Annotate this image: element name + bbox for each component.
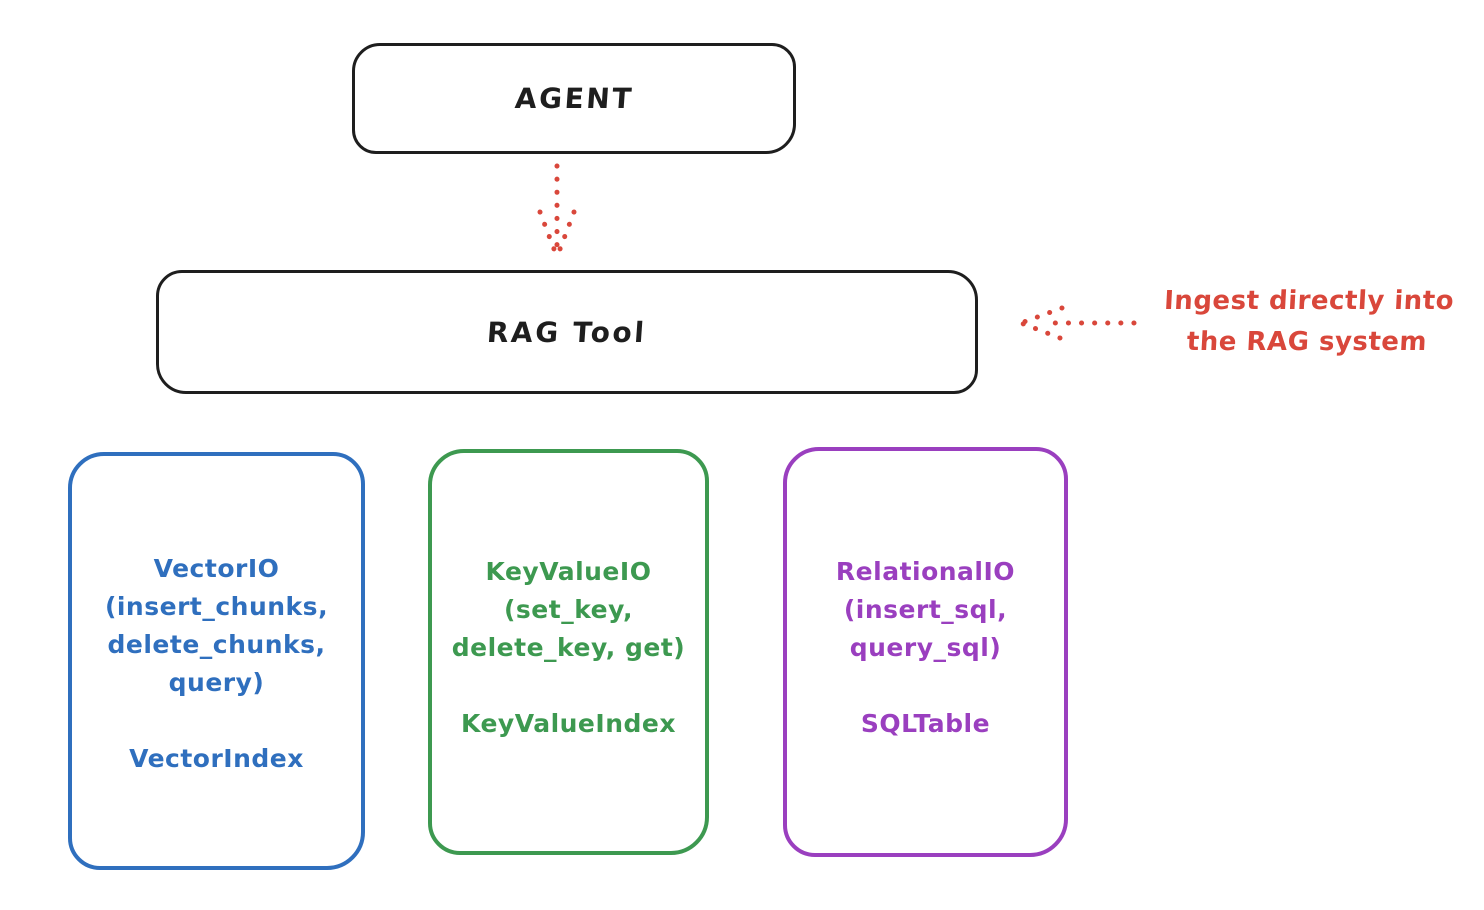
node-key-value-io: KeyValueIO (set_key, delete_key, get) Ke…: [428, 449, 709, 855]
vector-index-label: VectorIndex: [129, 744, 304, 773]
node-vector-io: VectorIO (insert_chunks, delete_chunks, …: [68, 452, 365, 870]
relational-io-title: RelationalIO: [835, 557, 1016, 586]
key-value-index-label: KeyValueIndex: [461, 709, 676, 738]
annotation-ingest: Ingest directly into the RAG system: [1138, 281, 1478, 363]
annotation-line-2: the RAG system: [1186, 327, 1428, 357]
vector-io-title: VectorIO: [153, 554, 280, 583]
rag-tool-label: RAG Tool: [486, 315, 648, 349]
sql-table-label: SQLTable: [860, 709, 991, 738]
vector-io-methods-1: (insert_chunks,: [104, 592, 329, 621]
node-agent: AGENT: [352, 43, 796, 154]
node-relational-io: RelationalIO (insert_sql, query_sql) SQL…: [783, 447, 1068, 857]
key-value-io-title: KeyValueIO: [485, 557, 652, 586]
vector-io-methods-2: delete_chunks,: [107, 630, 326, 659]
key-value-io-methods-1: (set_key,: [504, 595, 633, 624]
vector-io-methods-3: query): [168, 668, 265, 697]
agent-label: AGENT: [513, 82, 635, 115]
relational-io-methods-2: query_sql): [849, 633, 1002, 662]
relational-io-methods-1: (insert_sql,: [843, 595, 1008, 624]
key-value-io-methods-2: delete_key, get): [451, 633, 686, 662]
dotted-arrow-down-icon: [537, 163, 577, 260]
annotation-line-1: Ingest directly into: [1163, 286, 1455, 316]
node-rag-tool: RAG Tool: [156, 270, 978, 394]
dotted-arrow-left-icon: [1018, 305, 1137, 341]
